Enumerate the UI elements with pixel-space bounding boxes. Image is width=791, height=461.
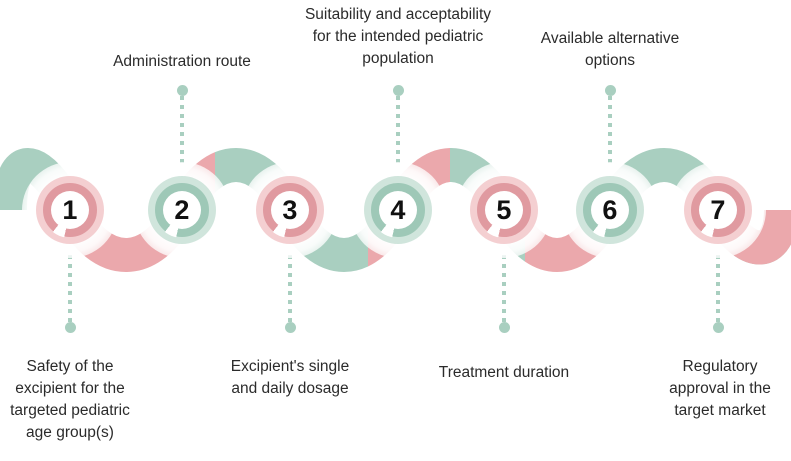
node-core bbox=[485, 191, 523, 229]
step-number-label: 1 bbox=[62, 194, 78, 225]
connector-endpoint-dot bbox=[176, 85, 188, 96]
step-label-2: Administration route bbox=[113, 53, 251, 70]
node-core bbox=[379, 191, 417, 229]
connector-step-1 bbox=[64, 255, 76, 333]
connector-step-6 bbox=[604, 85, 616, 167]
connector-endpoint-dot bbox=[284, 322, 296, 333]
step-number-label: 6 bbox=[602, 194, 618, 225]
connector-endpoint-dot bbox=[392, 85, 404, 96]
step-node-5[interactable]: 5 bbox=[456, 162, 552, 258]
connector-dots bbox=[68, 255, 72, 322]
step-node-4[interactable]: 4 bbox=[350, 162, 446, 258]
step-node-2[interactable]: 2 bbox=[134, 162, 230, 258]
node-core bbox=[591, 191, 629, 229]
connector-step-4 bbox=[392, 85, 404, 167]
connector-step-3 bbox=[284, 255, 296, 333]
step-number-label: 3 bbox=[282, 194, 298, 225]
step-number-label: 7 bbox=[710, 194, 726, 225]
connector-dots bbox=[608, 96, 612, 167]
connector-dots bbox=[396, 96, 400, 167]
connector-endpoint-dot bbox=[498, 322, 510, 333]
step-label-3: Excipient's single and daily dosage bbox=[230, 358, 350, 397]
step-number-label: 2 bbox=[174, 194, 190, 225]
connector-step-5 bbox=[498, 255, 510, 333]
connector-endpoint-dot bbox=[604, 85, 616, 96]
step-label-4: Suitability and acceptability for the in… bbox=[304, 6, 492, 67]
step-node-3[interactable]: 3 bbox=[242, 162, 338, 258]
connector-dots bbox=[502, 255, 506, 322]
connector-dots bbox=[180, 96, 184, 167]
connector-step-7 bbox=[712, 255, 724, 333]
connector-dots bbox=[288, 255, 292, 322]
step-label-7: Regulatory approval in the target market bbox=[669, 358, 771, 419]
step-number-label: 4 bbox=[390, 194, 406, 225]
connector-endpoint-dot bbox=[64, 322, 76, 333]
step-node-6[interactable]: 6 bbox=[562, 162, 658, 258]
node-core bbox=[271, 191, 309, 229]
step-node-1[interactable]: 1 bbox=[22, 162, 118, 258]
step-label-5: Treatment duration bbox=[438, 364, 570, 381]
step-label-1: Safety of the excipient for the targeted… bbox=[10, 358, 130, 441]
node-core bbox=[163, 191, 201, 229]
connector-dots bbox=[716, 255, 720, 322]
connector-step-2 bbox=[176, 85, 188, 167]
node-core bbox=[51, 191, 89, 229]
step-label-6: Available alternative options bbox=[540, 30, 680, 69]
connector-endpoint-dot bbox=[712, 322, 724, 333]
step-number-label: 5 bbox=[496, 194, 512, 225]
step-node-7[interactable]: 7 bbox=[670, 162, 766, 258]
node-core bbox=[699, 191, 737, 229]
